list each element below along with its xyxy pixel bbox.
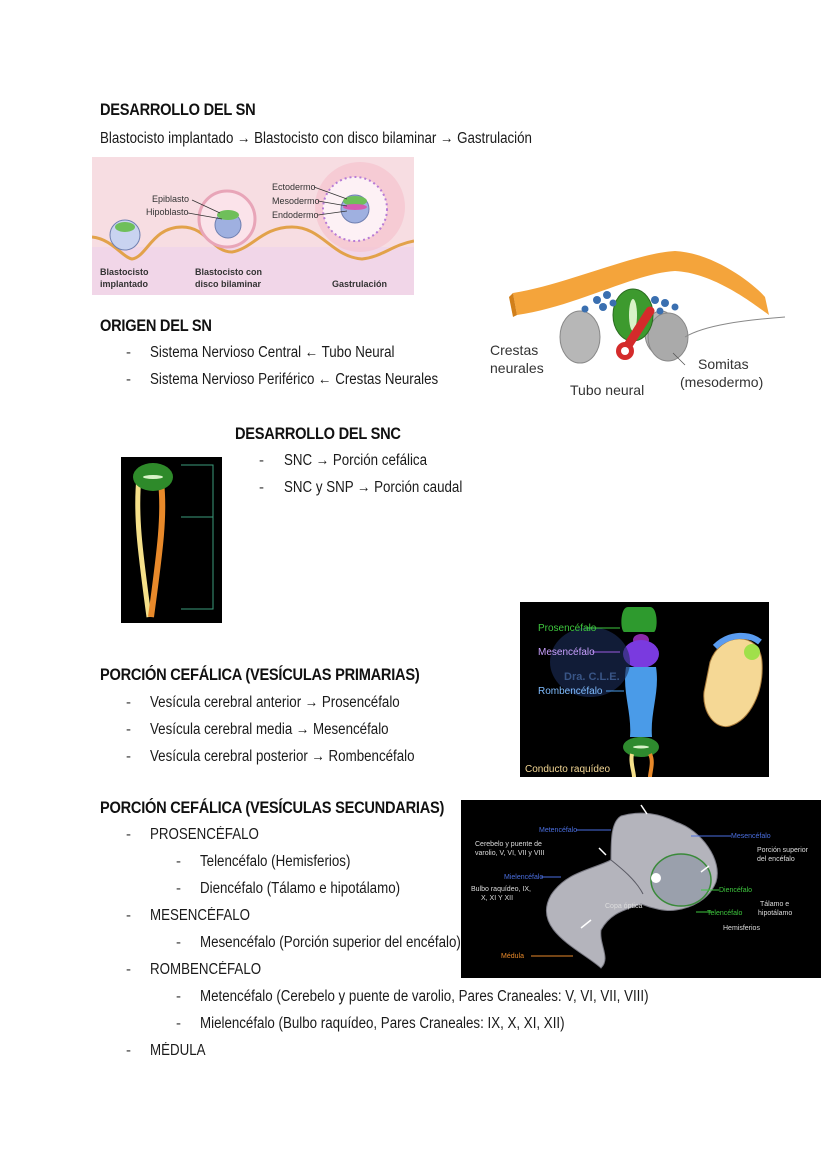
bullet-dash: -: [126, 721, 131, 738]
secondary-vesicles-figure: Metencéfalo Cerebelo y puente de varolio…: [461, 800, 821, 978]
label-cerebelo-b: varolio, V, VI, VII y VIII: [475, 850, 544, 857]
list-item: Sistema Nervioso Central ← Tubo Neural: [150, 344, 395, 361]
list-item: Mesencéfalo (Porción superior del encéfa…: [200, 934, 461, 951]
label-endodermo: Endodermo: [272, 210, 319, 220]
bullet-dash: -: [126, 907, 131, 924]
list-item: SNC → Porción cefálica: [284, 452, 427, 469]
label-copa-optica: Copa óptica: [605, 903, 642, 910]
label-mesencefalo-fig: Mesencéfalo: [731, 833, 771, 840]
label-prosencefalo: Prosencéfalo: [538, 623, 597, 634]
list-item: Vesícula cerebral anterior → Prosencéfal…: [150, 694, 400, 711]
list-item: Vesícula cerebral posterior → Rombencéfa…: [150, 748, 415, 765]
label-crestas-a: Crestas: [490, 342, 538, 358]
label-hipoblasto: Hipoblasto: [146, 207, 189, 217]
title-vesiculas-secundarias: PORCIÓN CEFÁLICA (VESÍCULAS SECUNDARIAS): [100, 798, 445, 817]
bullet-dash: -: [176, 934, 181, 951]
watermark: Dra. C.L.E.: [564, 671, 620, 683]
label-porcion-a: Porción superior: [757, 847, 809, 854]
caption-2a: Blastocisto con: [195, 267, 262, 277]
bullet-dash: -: [176, 1015, 181, 1032]
list-item: MÉDULA: [150, 1042, 206, 1059]
list-item: Mielencéfalo (Bulbo raquídeo, Pares Cran…: [200, 1015, 565, 1032]
sequence-text: Blastocisto implantado → Blastocisto con…: [100, 130, 532, 147]
bullet-dash: -: [126, 694, 131, 711]
list-item: Telencéfalo (Hemisferios): [200, 853, 351, 870]
caption-2b: disco bilaminar: [195, 279, 262, 289]
label-mesodermo: Mesodermo: [272, 196, 320, 206]
bullet-dash: -: [176, 880, 181, 897]
label-talamo-b: hipotálamo: [758, 910, 792, 917]
label-tubo-neural: Tubo neural: [570, 382, 644, 398]
blastocyst-figure: Epiblasto Hipoblasto Ectodermo Mesodermo…: [92, 157, 414, 295]
list-item: Sistema Nervioso Periférico ← Crestas Ne…: [150, 371, 439, 388]
label-talamo-a: Tálamo e: [760, 901, 789, 908]
label-ectodermo: Ectodermo: [272, 182, 316, 192]
title-origen-sn: ORIGEN DEL SN: [100, 316, 212, 335]
primary-vesicles-figure: Prosencéfalo Mesencéfalo Rombencéfalo Co…: [520, 602, 769, 777]
bullet-dash: -: [126, 748, 131, 765]
label-somitas-b: (mesodermo): [680, 374, 763, 390]
label-bulbo-a: Bulbo raquídeo, IX,: [471, 886, 531, 893]
label-mesencefalo: Mesencéfalo: [538, 647, 595, 658]
bullet-dash: -: [176, 853, 181, 870]
list-item: ROMBENCÉFALO: [150, 961, 262, 978]
neural-tube-figure: Crestas neurales Tubo neural Somitas (me…: [490, 251, 786, 398]
embryo-spine-figure: [121, 457, 222, 623]
title-vesiculas-primarias: PORCIÓN CEFÁLICA (VESÍCULAS PRIMARIAS): [100, 665, 420, 684]
bullet-dash: -: [126, 826, 131, 843]
caption-1a: Blastocisto: [100, 267, 149, 277]
list-item: MESENCÉFALO: [150, 907, 251, 924]
bullet-dash: -: [126, 1042, 131, 1059]
label-epiblasto: Epiblasto: [152, 194, 189, 204]
label-somitas-a: Somitas: [698, 356, 749, 372]
label-rombencefalo: Rombencéfalo: [538, 686, 603, 697]
label-porcion-b: del encéfalo: [757, 856, 795, 863]
bullet-dash: -: [259, 479, 264, 496]
bullet-dash: -: [126, 961, 131, 978]
title-desarrollo-snc: DESARROLLO DEL SNC: [235, 424, 401, 443]
label-hemisferios: Hemisferios: [723, 925, 760, 932]
label-conducto: Conducto raquídeo: [525, 764, 611, 775]
label-diencefalo-fig: Diencéfalo: [719, 887, 752, 894]
list-item: PROSENCÉFALO: [150, 826, 259, 843]
label-cerebelo-a: Cerebelo y puente de: [475, 841, 542, 848]
bullet-dash: -: [176, 988, 181, 1005]
bullet-dash: -: [259, 452, 264, 469]
bullet-dash: -: [126, 371, 131, 388]
list-item: Metencéfalo (Cerebelo y puente de varoli…: [200, 988, 649, 1005]
label-metencefalo: Metencéfalo: [539, 827, 577, 834]
label-mielencefalo: Mielencéfalo: [504, 874, 543, 881]
title-desarrollo-sn: DESARROLLO DEL SN: [100, 100, 256, 119]
label-bulbo-b: X, XI Y XII: [481, 895, 513, 902]
label-medula: Médula: [501, 953, 524, 960]
list-item: SNC y SNP → Porción caudal: [284, 479, 463, 496]
list-item: Diencéfalo (Tálamo e hipotálamo): [200, 880, 401, 897]
bullet-dash: -: [126, 344, 131, 361]
caption-3: Gastrulación: [332, 279, 387, 289]
caption-1b: implantado: [100, 279, 149, 289]
label-crestas-b: neurales: [490, 360, 544, 376]
list-item: Vesícula cerebral media → Mesencéfalo: [150, 721, 389, 738]
label-telencefalo-fig: Telencéfalo: [707, 910, 743, 917]
